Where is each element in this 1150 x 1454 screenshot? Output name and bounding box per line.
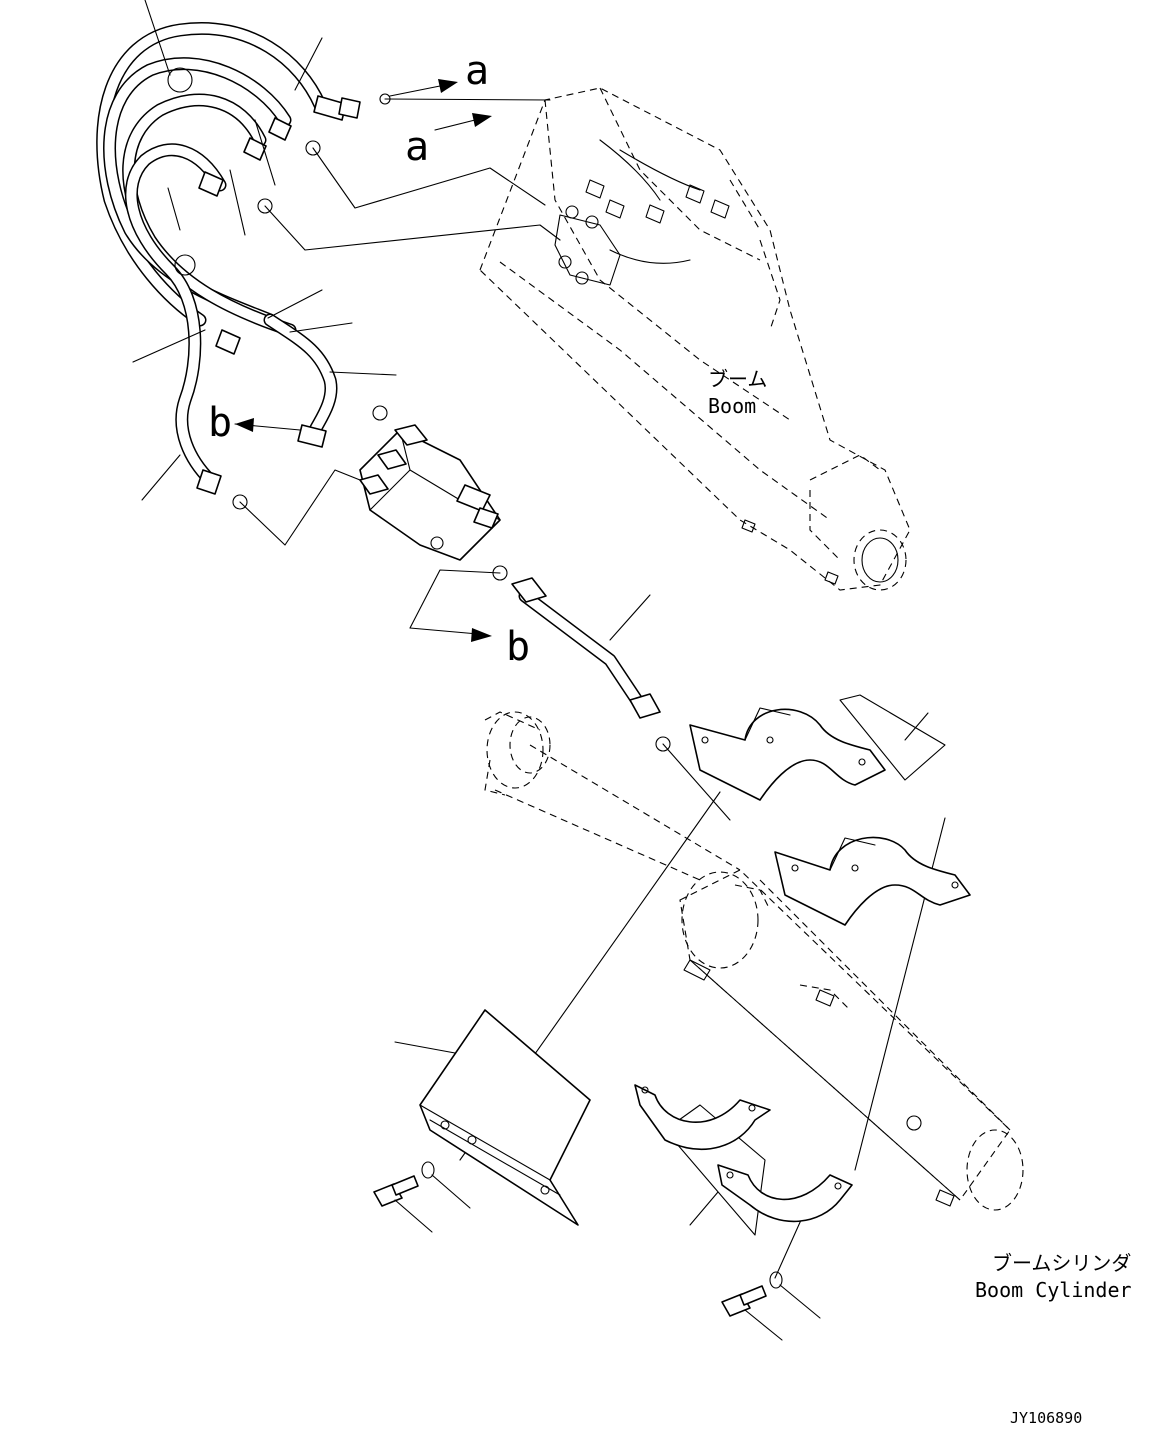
hose-bundle	[96, 0, 397, 501]
drawing-number: JY106890	[1010, 1409, 1082, 1427]
boom-label-jp: ブーム	[708, 367, 767, 391]
boom-cylinder-label-jp: ブームシリンダ	[992, 1251, 1131, 1275]
lower-clamps	[634, 1084, 853, 1236]
cover-plate	[394, 1009, 591, 1226]
boom-cylinder	[484, 711, 1024, 1211]
boom-fittings	[554, 139, 730, 286]
callout-b-left: b	[208, 400, 232, 446]
boom-label-en: Boom	[708, 394, 756, 418]
callout-b-bottom: b	[506, 624, 530, 670]
upper-clamps	[689, 694, 971, 926]
valve-block	[359, 424, 501, 561]
boom-outline	[479, 87, 911, 591]
callout-arrows	[234, 79, 492, 642]
steel-tube	[511, 577, 661, 719]
callout-a-top: a	[465, 48, 489, 94]
bolts-washers	[373, 1161, 821, 1341]
boom-cylinder-label-en: Boom Cylinder	[975, 1278, 1132, 1302]
callout-a-mid: a	[405, 124, 429, 170]
